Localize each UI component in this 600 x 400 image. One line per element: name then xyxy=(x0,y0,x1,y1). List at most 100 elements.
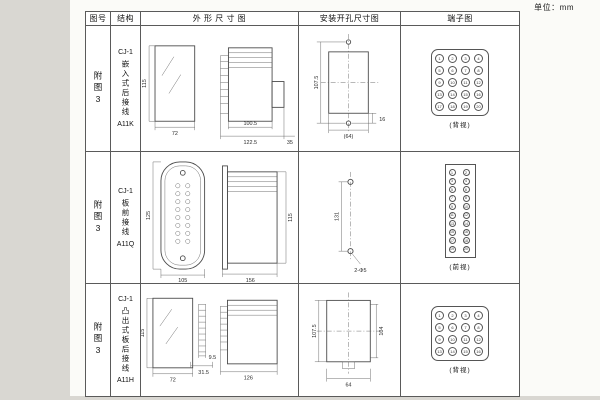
dim-label: 115 xyxy=(142,79,148,88)
terminal-circle: 12 xyxy=(474,335,483,344)
terminal-circle: 2 xyxy=(448,311,457,320)
dim-label: 16 xyxy=(379,117,385,123)
mounting-cell-row1: 107.5 16 (64) xyxy=(299,26,401,152)
dim-label: 125 xyxy=(146,211,152,220)
terminal-circle: 4 xyxy=(474,53,483,63)
outline-cell-row3: 115 72 9.5 31.5 xyxy=(141,284,299,396)
terminal-circle: 5 xyxy=(448,186,456,194)
terminal-circle: 9 xyxy=(435,335,444,344)
code-label: A11H xyxy=(117,377,134,385)
fig-no-cell-row1: 附图3 xyxy=(86,26,111,152)
terminal-circle: 3 xyxy=(448,177,456,185)
header-outline: 外 形 尺 寸 图 xyxy=(141,12,299,26)
outline-drawing-a11k: 115 72 xyxy=(142,45,295,146)
terminal-circle: 20 xyxy=(462,245,470,253)
terminal-circle: 9 xyxy=(448,203,456,211)
dim-label: 31.5 xyxy=(198,370,209,376)
terminal-circle: 10 xyxy=(462,203,470,211)
model-label: CJ-1 xyxy=(118,49,133,56)
outline-drawing-a11h: 115 72 9.5 31.5 xyxy=(141,297,278,384)
terminal-circle: 11 xyxy=(461,335,470,344)
terminal-circle: 7 xyxy=(461,65,470,75)
terminal-circle: 15 xyxy=(448,228,456,236)
dim-label: 2-Φ5 xyxy=(354,268,366,274)
dim-label: 64 xyxy=(345,383,351,389)
header-mounting: 安装开孔尺寸图 xyxy=(299,12,401,26)
terminal-circle: 1 xyxy=(435,53,444,63)
structure-cell-row1: CJ-1 嵌入式后接线 A11K xyxy=(111,26,141,152)
unit-label: 单位：mm xyxy=(534,3,574,12)
terminal-circle: 11 xyxy=(448,211,456,219)
structure-cell-row3: CJ-1 凸出式板后接线 A11H xyxy=(111,284,141,396)
terminal-circle: 14 xyxy=(448,89,457,99)
terminal-circle: 9 xyxy=(435,77,444,87)
dim-label: 122.5 xyxy=(243,140,257,146)
dim-label: 104 xyxy=(379,327,385,336)
dim-label: 72 xyxy=(170,378,176,384)
terminal-circle: 12 xyxy=(474,77,483,87)
terminal-circle: 17 xyxy=(448,237,456,245)
terminal-circle: 18 xyxy=(462,237,470,245)
code-label: A11Q xyxy=(116,240,135,248)
header-terminal: 端子图 xyxy=(401,12,519,26)
terminal-circle: 2 xyxy=(448,53,457,63)
terminal-circle: 1 xyxy=(448,169,456,177)
terminal-circle: 8 xyxy=(462,194,470,202)
terminal-circle: 19 xyxy=(461,101,470,111)
mount-type-label: 板前接线 xyxy=(121,198,130,237)
dim-label: 131 xyxy=(335,212,341,221)
terminal-circle: 8 xyxy=(474,65,483,75)
outline-cell-row2: 125 105 156 115 xyxy=(141,152,299,284)
terminal-circle: 3 xyxy=(461,311,470,320)
terminal-circle: 17 xyxy=(435,101,444,111)
terminal-circle: 10 xyxy=(448,335,457,344)
fig-no-label: 附图3 xyxy=(93,199,103,236)
terminal-circle: 14 xyxy=(462,220,470,228)
dim-label: 126 xyxy=(244,376,253,382)
model-label: CJ-1 xyxy=(118,187,133,195)
terminal-caption: (背视) xyxy=(449,367,471,374)
terminal-circle: 16 xyxy=(474,347,483,356)
terminal-caption: (前视) xyxy=(449,263,471,271)
document-page: 单位：mm 图号 结构 外 形 尺 寸 图 安装开孔尺寸图 端子图 附图3 CJ… xyxy=(70,0,600,397)
dim-label: 115 xyxy=(288,213,294,222)
dim-label: 35 xyxy=(287,140,293,146)
terminal-circle: 6 xyxy=(448,65,457,75)
terminal-circle: 20 xyxy=(474,101,483,111)
terminal-circle: 8 xyxy=(474,323,483,332)
terminal-circle: 4 xyxy=(474,311,483,320)
dim-label: 107.5 xyxy=(312,324,318,338)
fig-no-label: 附图3 xyxy=(93,70,103,107)
dim-label: (64) xyxy=(344,134,354,140)
terminal-circle: 15 xyxy=(461,89,470,99)
terminal-circle: 5 xyxy=(435,65,444,75)
model-label: CJ-1 xyxy=(118,295,133,303)
terminal-circle: 16 xyxy=(462,228,470,236)
code-label: A11K xyxy=(117,121,134,128)
terminal-circle: 6 xyxy=(462,186,470,194)
dim-label: 115 xyxy=(141,329,146,338)
fig-no-label: 附图3 xyxy=(93,322,103,358)
mounting-drawing-a11q: 131 2-Φ5 xyxy=(335,171,366,274)
terminal-circle: 12 xyxy=(462,211,470,219)
terminal-circle: 13 xyxy=(435,89,444,99)
structure-cell-row2: CJ-1 板前接线 A11Q xyxy=(111,152,141,284)
fig-no-cell-row2: 附图3 xyxy=(86,152,111,284)
terminal-circle: 13 xyxy=(435,347,444,356)
dim-label: 156 xyxy=(246,278,255,283)
mount-type-label: 凸出式板后接线 xyxy=(121,306,130,374)
outline-cell-row1: 115 72 xyxy=(141,26,299,152)
dim-label: 107.5 xyxy=(314,76,320,90)
terminal-circle: 13 xyxy=(448,220,456,228)
terminal-circle: 19 xyxy=(448,245,456,253)
header-fig-no: 图号 xyxy=(86,12,111,26)
dim-label: 105 xyxy=(178,278,187,283)
mounting-cell-row3: 107.5 104 64 xyxy=(299,284,401,396)
